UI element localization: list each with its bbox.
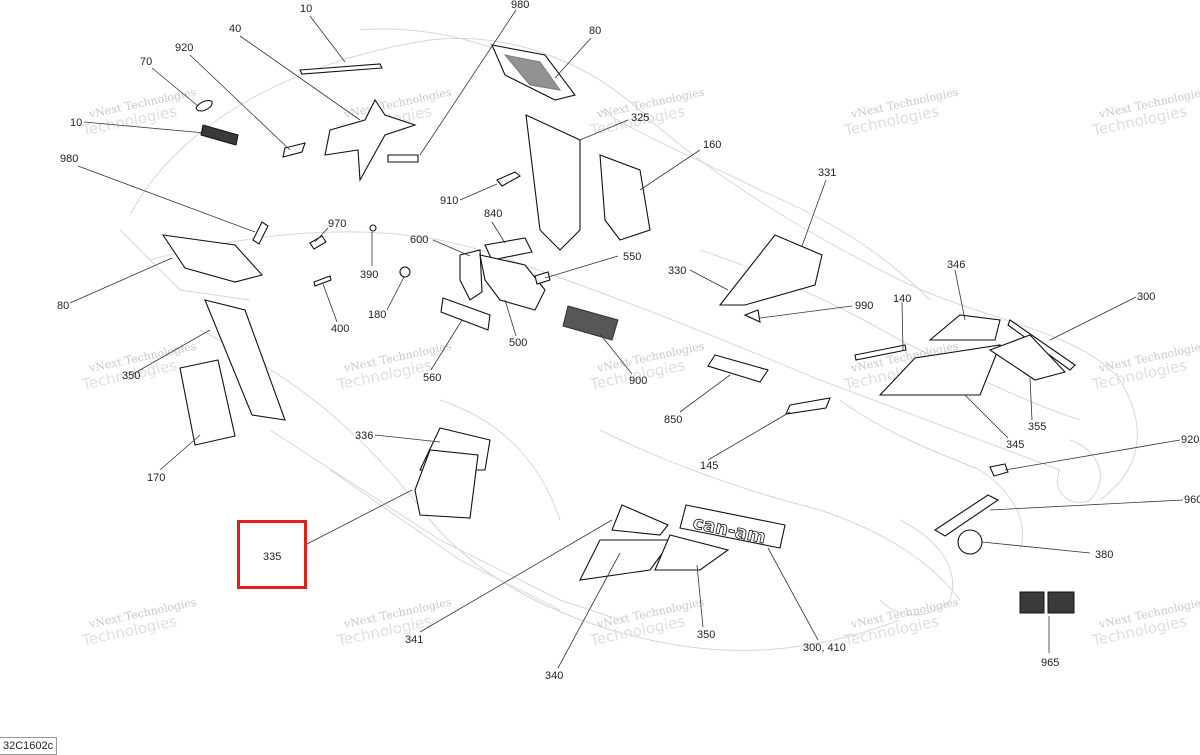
callout-560: 560	[423, 372, 441, 384]
callout-330: 330	[668, 265, 686, 277]
callout-10: 10	[300, 3, 312, 15]
callout-80: 80	[57, 300, 69, 312]
callout-346: 346	[947, 259, 965, 271]
callout-390: 390	[360, 269, 378, 281]
decal-400-strip[interactable]	[313, 275, 332, 287]
decal-980-right-strip[interactable]	[387, 154, 419, 163]
decal-850-plate[interactable]	[707, 354, 769, 383]
decal-500-bracket[interactable]	[479, 254, 546, 311]
callout-400: 400	[331, 323, 349, 335]
leader-lines	[69, 9, 1184, 669]
decal-900-dark-plate[interactable]	[562, 305, 619, 341]
decal-70-oval[interactable]	[195, 99, 213, 112]
callout-350: 350	[697, 629, 715, 641]
decal-331-panel[interactable]	[718, 234, 823, 306]
callout-10: 10	[70, 117, 82, 129]
callout-80: 80	[589, 25, 601, 37]
callout-70: 70	[140, 56, 152, 68]
decal-145-strip[interactable]	[785, 397, 831, 415]
callout-900: 900	[629, 375, 647, 387]
callout-960: 960	[1184, 494, 1200, 506]
decal-355-panel[interactable]	[988, 334, 1067, 381]
callout-920: 920	[1181, 434, 1199, 446]
decal-170-panel[interactable]	[179, 359, 236, 446]
callout-300-410: 300, 410	[803, 642, 846, 654]
decal-980-left-tube[interactable]	[252, 221, 269, 245]
decal-960-strip[interactable]	[933, 494, 1000, 537]
decal-340-panel[interactable]	[579, 539, 674, 581]
callout-325: 325	[631, 112, 649, 124]
decal-80-left-graphic[interactable]	[161, 234, 264, 283]
callout-355: 355	[1028, 421, 1046, 433]
diagram-code-label: 32C1602c	[0, 737, 58, 755]
callout-340: 340	[545, 670, 563, 682]
callout-600: 600	[410, 234, 428, 246]
callout-170: 170	[147, 472, 165, 484]
callout-500: 500	[509, 337, 527, 349]
decal-140-strip[interactable]	[854, 344, 907, 361]
callout-336: 336	[355, 430, 373, 442]
decal-600-panel[interactable]	[459, 249, 483, 301]
vehicle-ghost-outline	[119, 28, 1138, 651]
callout-920: 920	[175, 42, 193, 54]
decal-40-x-graphic[interactable]	[324, 98, 417, 182]
decal-341-panel[interactable]	[611, 504, 669, 536]
decal-550-tag[interactable]	[534, 271, 551, 285]
callout-335: 335	[263, 551, 281, 563]
callout-550: 550	[623, 251, 641, 263]
decal-345-panel[interactable]	[878, 344, 1001, 396]
decal-160-panel[interactable]	[599, 154, 651, 241]
decal-335-panel[interactable]	[414, 449, 479, 519]
callout-331: 331	[818, 167, 836, 179]
decal-390-dot[interactable]	[369, 224, 377, 232]
decal-910-small[interactable]	[496, 171, 521, 187]
decal-965-left-badge[interactable]	[1019, 591, 1045, 614]
callout-380: 380	[1095, 549, 1113, 561]
callout-350: 350	[122, 370, 140, 382]
decal-920-small[interactable]	[282, 142, 306, 158]
callout-980: 980	[511, 0, 529, 11]
callout-341: 341	[405, 634, 423, 646]
decal-350-front-panel[interactable]	[654, 534, 730, 571]
highlight-box-335[interactable]	[237, 520, 307, 589]
decal-300-right-stripe[interactable]	[1007, 319, 1076, 371]
decal-10-top-stripe[interactable]	[299, 63, 383, 75]
decal-920-right-small[interactable]	[989, 463, 1009, 477]
decal-560-plate[interactable]	[440, 297, 491, 331]
callout-labels: 10 980 80 40 920 70 10 325 160 980 331 9…	[57, 0, 1200, 682]
decal-325-side-panel[interactable]	[525, 114, 581, 251]
decal-346-panel[interactable]	[928, 314, 1001, 341]
decal-parts: can-am	[161, 44, 1076, 614]
decal-330-small[interactable]	[743, 309, 761, 323]
callout-850: 850	[664, 414, 682, 426]
callout-980: 980	[60, 153, 78, 165]
decal-350-left-panel[interactable]	[204, 299, 286, 421]
callout-345: 345	[1006, 439, 1024, 451]
callout-990: 990	[855, 300, 873, 312]
decal-380-round-badge[interactable]	[957, 529, 983, 555]
callout-910: 910	[440, 195, 458, 207]
callout-970: 970	[328, 218, 346, 230]
callout-40: 40	[229, 23, 241, 35]
decal-840-plate[interactable]	[484, 237, 533, 261]
decal-80-top-graphic	[503, 54, 562, 91]
decal-180-round[interactable]	[399, 266, 411, 278]
callout-180: 180	[368, 309, 386, 321]
callout-160: 160	[703, 139, 721, 151]
callout-300: 300	[1137, 291, 1155, 303]
callout-840: 840	[484, 208, 502, 220]
callout-140: 140	[893, 293, 911, 305]
callout-145: 145	[700, 460, 718, 472]
decal-965-right-badge[interactable]	[1047, 591, 1075, 614]
callout-965: 965	[1041, 657, 1059, 669]
decal-10-left-logo[interactable]	[200, 124, 239, 146]
decal-970-small-tag[interactable]	[309, 235, 327, 250]
